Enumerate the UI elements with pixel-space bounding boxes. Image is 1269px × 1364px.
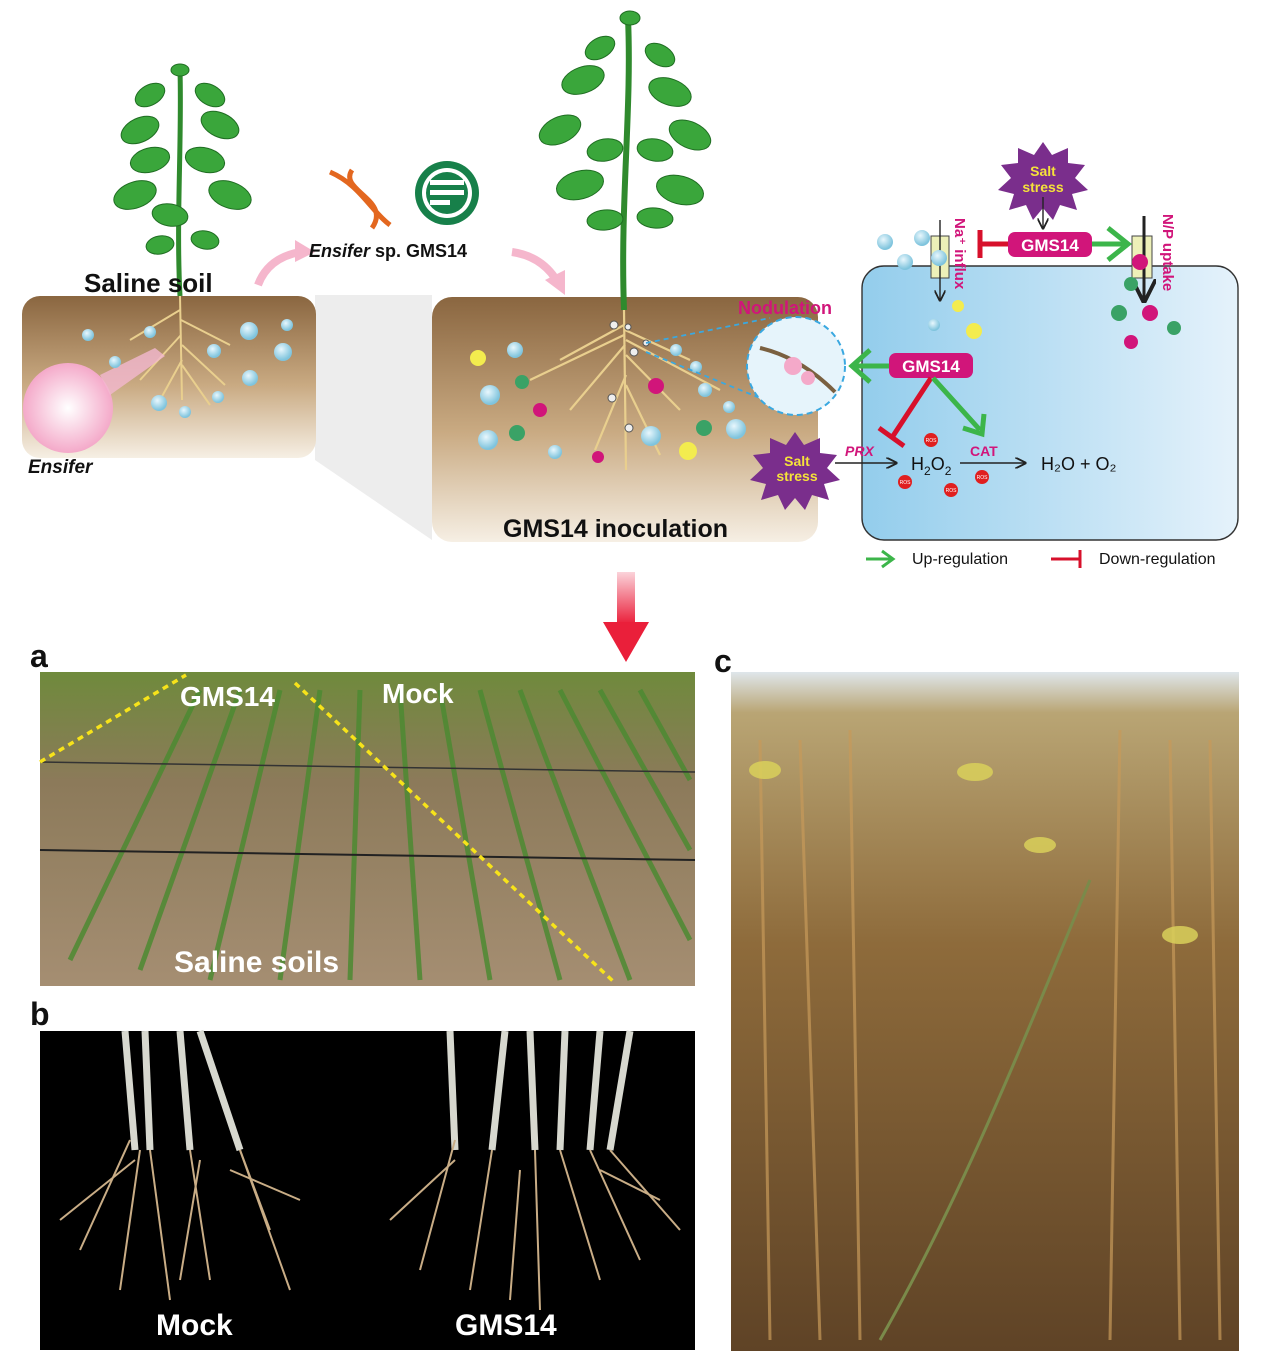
- salt-stress-bottom-l1: Salt: [784, 453, 810, 469]
- soil-connector-wedge: [315, 295, 432, 540]
- cell-ions: [877, 230, 1181, 349]
- plant-leaves-mid: [538, 10, 712, 231]
- gms14-top-label: GMS14: [1021, 236, 1079, 255]
- products-label: H₂O + O₂: [1041, 454, 1117, 474]
- panel-b-letter: b: [30, 996, 50, 1032]
- ensifer-pointer: [100, 348, 165, 395]
- inoculation-title: GMS14 inoculation: [503, 515, 728, 543]
- panel-c-photo: [731, 672, 1239, 1351]
- salt-stress-star-bottom: [750, 432, 840, 510]
- saline-soil-title: Saline soil: [84, 268, 213, 298]
- gms14-badge-mid: [889, 353, 973, 378]
- ros-1: ROS: [926, 438, 938, 444]
- pink-arrow-right: [511, 248, 559, 281]
- cat-label: CAT: [970, 443, 998, 459]
- inoculation-scene: GMS14 inoculation: [432, 10, 818, 543]
- panel-b-label-mock: Mock: [156, 1309, 233, 1342]
- panel-a-label-gms14: GMS14: [180, 681, 275, 712]
- up-cat: [931, 376, 982, 432]
- ros-markers: [898, 433, 989, 497]
- dna-icon: [328, 168, 392, 230]
- salt-stress-star-top: [998, 142, 1088, 220]
- panel-b-photo: [40, 1029, 695, 1350]
- mechanism-panel: Salt stress GMS14 Na⁺ influx N/P uptake: [750, 142, 1239, 569]
- salt-stress-bottom-l2: stress: [776, 468, 817, 484]
- strain-logo-icon: [415, 161, 479, 225]
- plant-stem-mid: [620, 17, 632, 311]
- red-down-arrow: [603, 572, 649, 662]
- panel-a-label-saline: Saline soils: [174, 946, 339, 979]
- nodulation-callout: Nodulation: [645, 298, 846, 416]
- salt-stress-top-l1: Salt: [1030, 163, 1056, 179]
- ensifer-caption: Ensifer: [28, 457, 94, 478]
- saline-soil-scene: Saline soil Ensifer: [22, 63, 432, 540]
- prx-label: PRX: [845, 443, 875, 459]
- pink-arrow-right-head: [545, 270, 565, 295]
- legend-down-icon: [1051, 550, 1082, 568]
- nodules-mid: [607, 320, 650, 433]
- salt-stress-top-l2: stress: [1022, 179, 1063, 195]
- np-uptake-label: N/P uptake: [1159, 214, 1176, 291]
- legend-up-text: Up-regulation: [912, 551, 1008, 568]
- legend-down-text: Down-regulation: [1099, 551, 1216, 568]
- pink-arrow-left-head: [295, 240, 315, 262]
- panel-b-label-gms14: GMS14: [455, 1309, 557, 1342]
- panel-a-label-mock: Mock: [382, 678, 454, 709]
- cell-box: [861, 265, 1239, 541]
- panel-c-letter: c: [714, 643, 732, 679]
- strain-name: Ensifer sp. GMS14: [309, 241, 467, 261]
- left-soil-ions: [82, 319, 293, 418]
- ensifer-bubble: [23, 363, 113, 453]
- ros-2: ROS: [900, 480, 912, 486]
- gms14-mid-label: GMS14: [902, 357, 960, 376]
- plant-stem-left: [176, 69, 183, 297]
- na-influx-label: Na⁺ influx: [951, 218, 968, 290]
- panel-a-photo: [39, 672, 696, 986]
- nodulation-label: Nodulation: [738, 298, 832, 318]
- pink-arrow-left: [254, 248, 301, 287]
- panel-a-letter: a: [30, 638, 48, 674]
- ros-3: ROS: [946, 488, 958, 494]
- ros-4: ROS: [977, 475, 989, 481]
- gms14-badge-top: [1008, 232, 1092, 257]
- mid-soil-ions: [470, 342, 746, 463]
- h2o2-label: H2O2: [911, 454, 952, 478]
- legend-up-arrow-icon: [866, 549, 896, 569]
- inhibit-prx: [890, 376, 934, 438]
- plant-leaves-left: [113, 63, 252, 255]
